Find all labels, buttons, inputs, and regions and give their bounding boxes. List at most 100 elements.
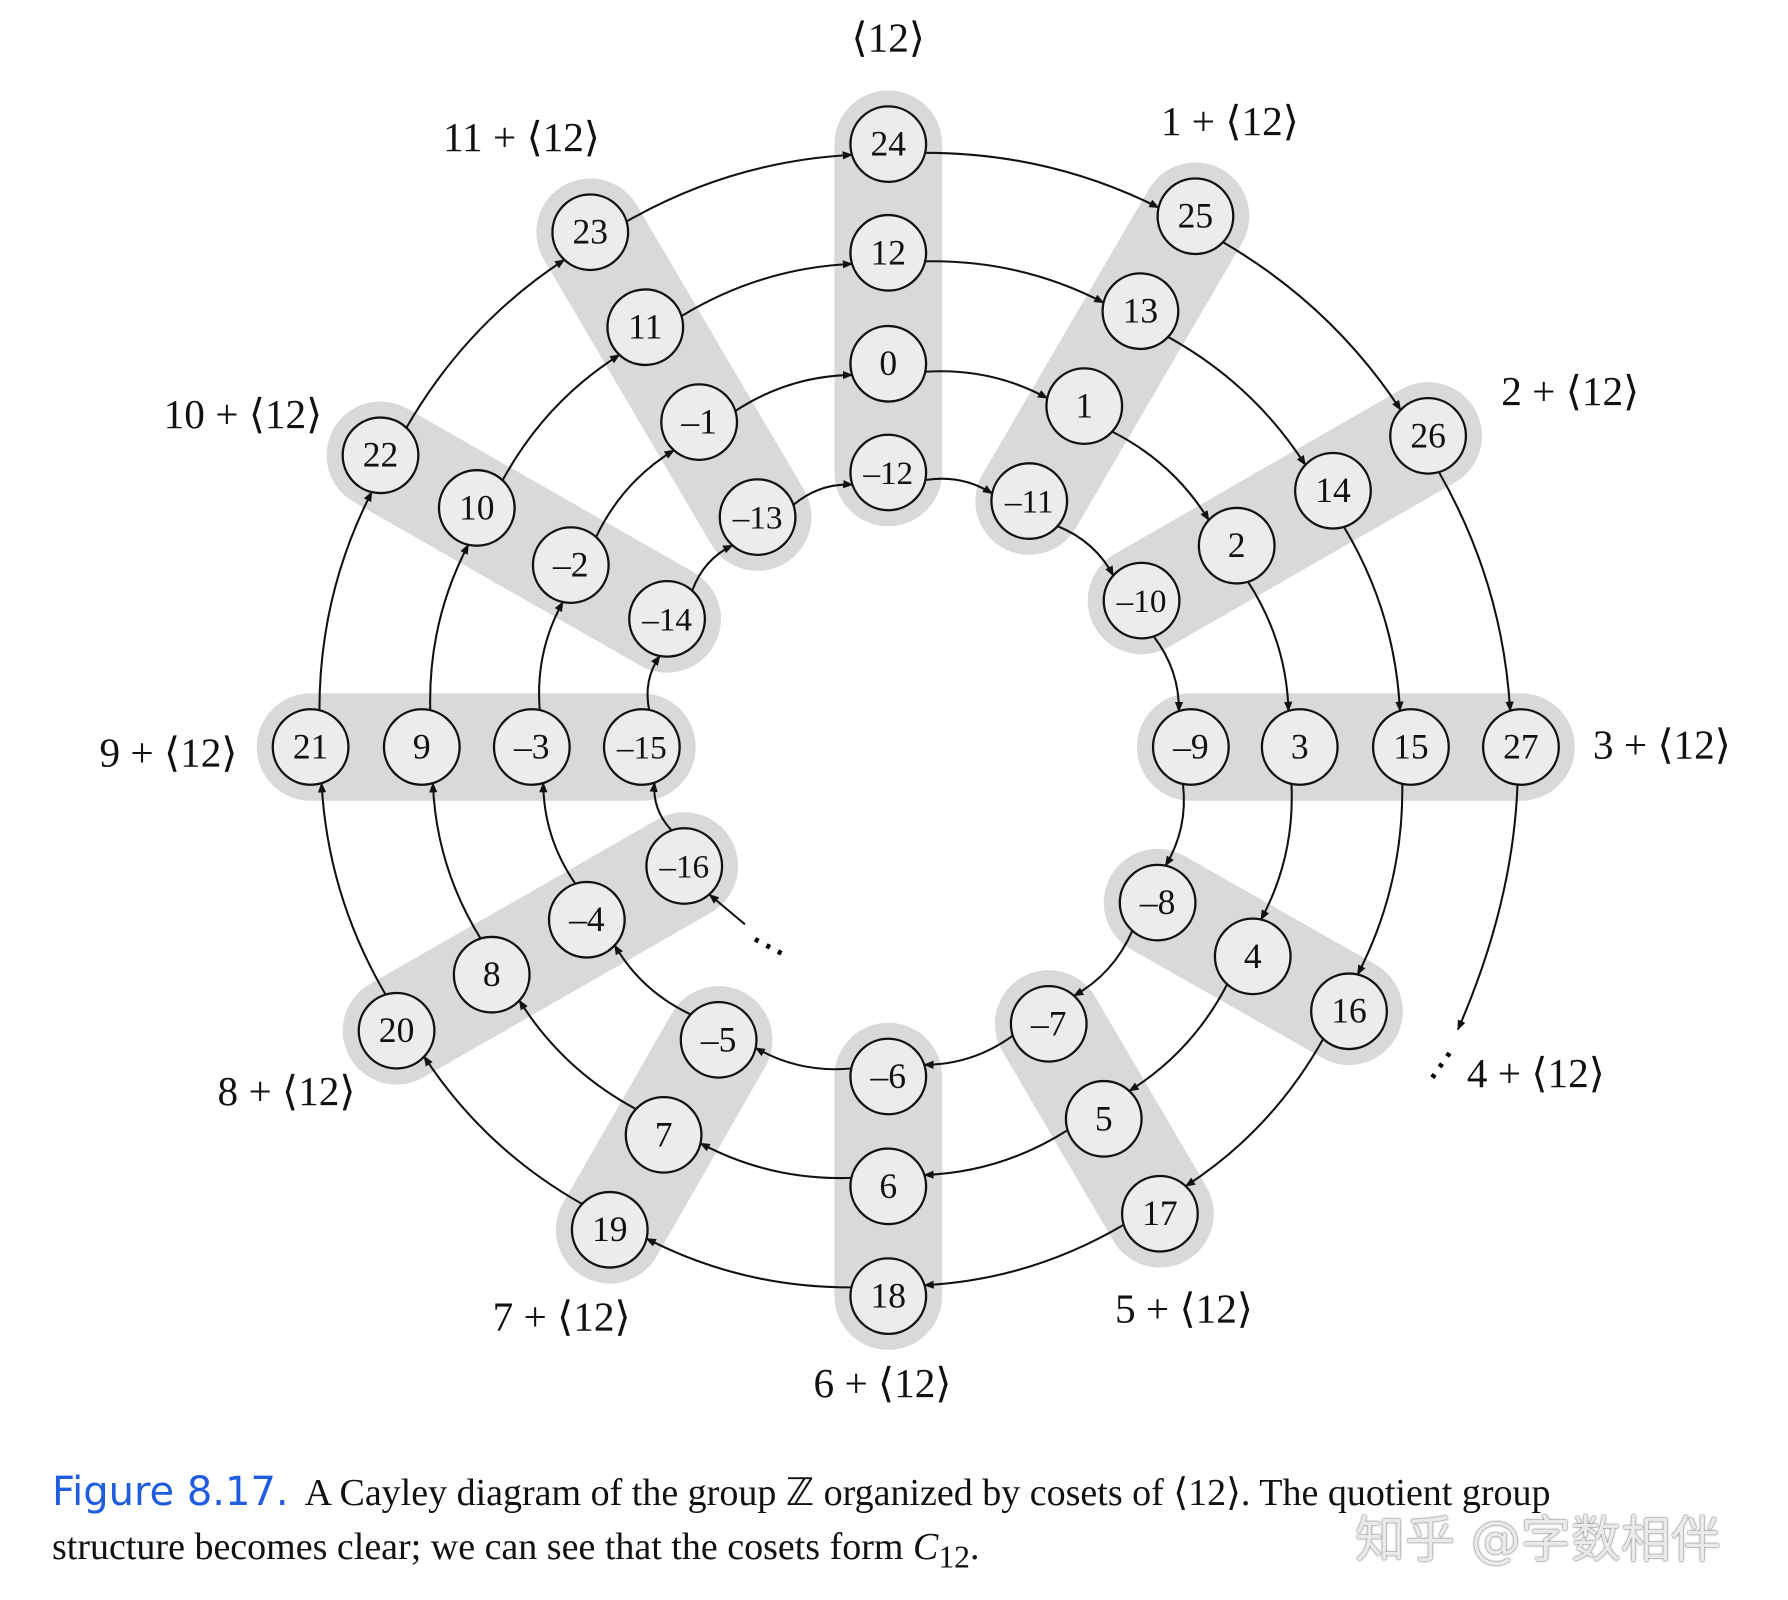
edge--4-to--3	[539, 781, 577, 885]
edge-continuation-to-minus16	[708, 893, 746, 926]
node--11: –11	[990, 462, 1069, 540]
node-label: 0	[879, 343, 897, 383]
node--16: –16	[645, 827, 724, 905]
edge--7-to--6	[923, 1034, 1014, 1069]
ellipsis-outer: ⋯	[1412, 1037, 1470, 1093]
node-label: –14	[641, 601, 692, 638]
node-24: 24	[849, 105, 928, 184]
node-circle	[849, 433, 928, 512]
edge-13-to-14	[1167, 336, 1307, 466]
node-0: 0	[849, 324, 928, 403]
node-label: 24	[871, 124, 907, 164]
node-label: 3	[1291, 727, 1309, 767]
node-circle	[382, 708, 461, 786]
node--5: –5	[679, 1001, 758, 1079]
node-17: 17	[1120, 1174, 1199, 1253]
node-circle	[718, 478, 797, 556]
node-circle	[849, 1037, 928, 1116]
node-circle	[849, 213, 928, 292]
coset-label-10: 10 + ⟨12⟩	[164, 391, 323, 437]
node-15: 15	[1371, 708, 1450, 786]
edge-25-to-26	[1222, 241, 1402, 411]
coset-label-1: 1 + ⟨12⟩	[1161, 98, 1299, 144]
edge-10-to-11	[501, 353, 621, 481]
edge-26-to-27	[1438, 471, 1514, 712]
node-label: –11	[1004, 484, 1054, 521]
edge--5-to--4	[613, 944, 692, 1016]
node-label: –13	[732, 500, 783, 537]
node--4: –4	[547, 880, 626, 959]
edge-22-to-23	[405, 258, 566, 429]
node-label: –3	[513, 727, 550, 767]
node-label: 6	[879, 1166, 897, 1206]
coset-labels: ⟨12⟩1 + ⟨12⟩2 + ⟨12⟩3 + ⟨12⟩4 + ⟨12⟩5 + …	[99, 15, 1730, 1406]
node-label: –6	[870, 1056, 907, 1096]
edge-11-to-12	[680, 260, 854, 317]
edge-1-to-2	[1111, 430, 1210, 522]
node-circle	[1481, 708, 1560, 786]
node-label: 14	[1315, 470, 1351, 510]
nodes: –16–15–14–13–12–11–10–9–8–7–6–5–4–3–2–10…	[271, 105, 1560, 1336]
edge-20-to-21	[317, 782, 387, 996]
node--8: –8	[1118, 863, 1197, 942]
edge-23-to-24	[626, 151, 854, 223]
node-circle	[492, 708, 571, 786]
node-27: 27	[1481, 708, 1560, 786]
node-11: 11	[606, 288, 685, 367]
node-circle	[1197, 506, 1276, 585]
edge--13-to--12	[792, 480, 854, 506]
node-circle	[551, 193, 630, 272]
node-7: 7	[624, 1095, 703, 1174]
coset-label-4: 4 + ⟨12⟩	[1467, 1050, 1605, 1096]
node-circle	[1102, 561, 1181, 640]
node-label: –16	[658, 848, 709, 885]
node-circle	[849, 105, 928, 184]
edge--1-to-0	[734, 370, 854, 412]
node-label: 26	[1410, 415, 1446, 455]
edge-24-to-25	[925, 151, 1160, 209]
watermark: 知乎 @字数相伴	[1355, 1511, 1721, 1569]
coset-label-8: 8 + ⟨12⟩	[218, 1068, 356, 1114]
coset-label-11: 11 + ⟨12⟩	[443, 114, 600, 160]
node-12: 12	[849, 213, 928, 292]
node-label: 4	[1244, 936, 1262, 976]
node-21: 21	[271, 708, 350, 786]
node-circle	[437, 469, 516, 547]
node--13: –13	[718, 478, 797, 556]
node-circle	[547, 880, 626, 959]
cyclic-group-symbol: C	[912, 1526, 939, 1568]
edge-6-to-7	[699, 1142, 852, 1180]
edge--16-to--15	[649, 781, 673, 832]
node-label: 5	[1095, 1098, 1113, 1138]
node-label: 18	[871, 1276, 907, 1316]
node-circle	[271, 708, 350, 786]
node-label: –7	[1030, 1003, 1067, 1043]
node-circle	[645, 827, 724, 905]
edge-15-to-16	[1356, 783, 1404, 976]
node-10: 10	[437, 469, 516, 547]
coset-band-2	[1087, 382, 1482, 655]
node-9: 9	[382, 708, 461, 786]
node-13: 13	[1101, 272, 1180, 351]
node--2: –2	[531, 526, 610, 605]
node-circle	[1389, 396, 1468, 475]
coset-label-6: 6 + ⟨12⟩	[814, 1360, 952, 1406]
edge-9-to-10	[429, 543, 470, 711]
coset-label-0: ⟨12⟩	[852, 15, 925, 61]
edge--12-to--11	[925, 477, 994, 495]
node-circle	[1310, 972, 1388, 1051]
caption-text-2: structure becomes clear; we can see that…	[52, 1526, 913, 1568]
node-circle	[1118, 863, 1197, 942]
node-label: 25	[1178, 196, 1214, 236]
edge-21-to-22	[318, 491, 373, 711]
coset-label-5: 5 + ⟨12⟩	[1115, 1285, 1253, 1331]
node-label: 9	[413, 727, 431, 767]
node--10: –10	[1102, 561, 1181, 640]
node-label: 19	[592, 1209, 628, 1249]
caption-period: .	[969, 1526, 980, 1568]
edge--14-to--13	[691, 544, 734, 592]
node--14: –14	[628, 580, 707, 658]
edge-14-to-15	[1343, 526, 1404, 712]
node-circle	[1101, 272, 1180, 351]
node--6: –6	[849, 1037, 928, 1116]
